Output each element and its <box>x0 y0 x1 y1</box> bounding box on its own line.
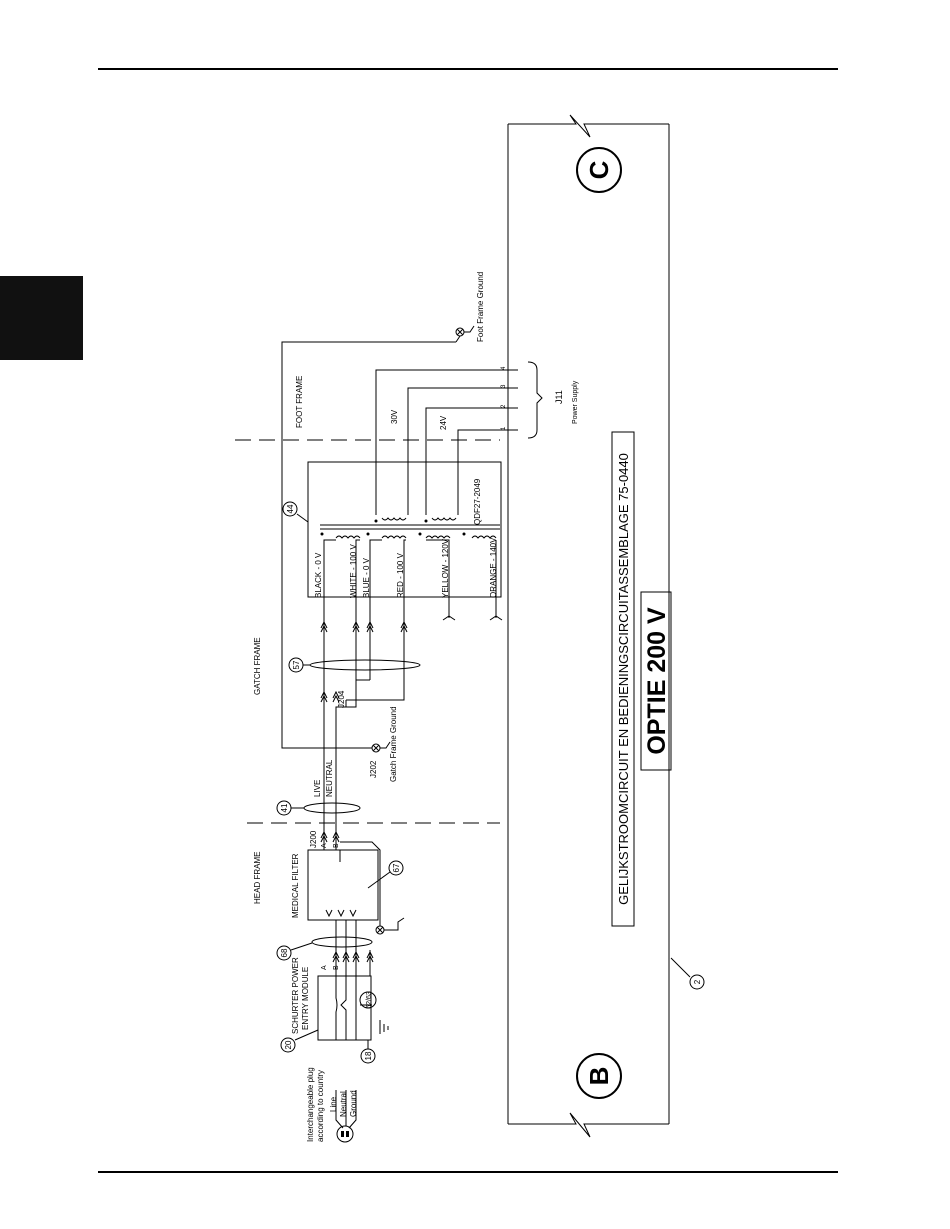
j11-bracket <box>527 361 543 439</box>
j11-label: J11 <box>554 390 564 404</box>
v24-label: 24V <box>439 415 448 430</box>
svg-text:44: 44 <box>286 504 295 513</box>
tap-blue: BLUE - 0 V <box>362 557 371 598</box>
schurter-label-1: SCHURTER POWER <box>291 957 300 1034</box>
svg-text:B: B <box>584 1067 614 1086</box>
plug-icon <box>336 1125 354 1143</box>
j204-label: J204 <box>337 690 346 708</box>
j11-sub-label: Power Supply <box>572 380 579 424</box>
callout-68: 68 <box>276 942 313 961</box>
live-label: LIVE <box>313 780 322 797</box>
j11-pin-3: 3 <box>501 384 507 388</box>
svg-text:OPTIE 200 V: OPTIE 200 V <box>643 607 671 755</box>
callout-57: 57 <box>288 657 310 673</box>
neutral-label: NEUTRAL <box>325 759 334 797</box>
j11-pin-4: 4 <box>501 366 507 370</box>
callout-41: 41 <box>276 800 304 816</box>
svg-text:18: 18 <box>364 1051 373 1060</box>
tap-orange: ORANGE - 140V <box>489 537 498 598</box>
callout-20: 20 <box>280 1029 319 1053</box>
svg-text:2: 2 <box>693 979 702 984</box>
plug-ground-label: Ground <box>349 1090 358 1117</box>
svg-text:C: C <box>584 160 614 179</box>
callout-62-63: 62/63 <box>359 991 377 1009</box>
connector-c: C <box>576 147 622 193</box>
svg-text:57: 57 <box>292 660 301 669</box>
plug-line-label: Line <box>329 1096 338 1112</box>
foot-ground-label: Foot Frame Ground <box>476 272 485 342</box>
medical-filter-label: MEDICAL FILTER <box>291 853 300 918</box>
tap-yellow: YELLOW - 120V <box>441 538 450 598</box>
subtitle-box: GELIJKSTROOMCIRCUIT EN BEDIENINGSCIRCUIT… <box>611 431 635 927</box>
j11-pin-1: 1 <box>501 426 507 430</box>
gatch-ground-label: Gatch Frame Ground <box>389 706 398 782</box>
svg-text:67: 67 <box>392 863 401 872</box>
svg-text:20: 20 <box>284 1040 293 1049</box>
gatch-frame-label: GATCH FRAME <box>253 637 262 695</box>
head-frame-label: HEAD FRAME <box>253 852 262 904</box>
tap-white: WHITE - 100 V <box>349 544 358 598</box>
callout-2: 2 <box>670 957 705 990</box>
ground-lug-filter <box>340 841 405 935</box>
conn-a-label: A <box>321 965 328 970</box>
callout-44: 44 <box>282 501 309 523</box>
primary-taps <box>323 539 497 620</box>
wire-chevrons-entry <box>332 950 374 963</box>
transformer-box <box>307 461 502 598</box>
tap-black: BLACK - 0 V <box>314 552 323 598</box>
svg-text:62/63: 62/63 <box>366 991 373 1009</box>
main-title-box: OPTIE 200 V <box>640 591 672 771</box>
gatch-ground <box>281 341 456 753</box>
secondary-wires <box>375 369 518 515</box>
j202-label: J202 <box>369 760 378 778</box>
board-outline <box>507 114 670 1138</box>
side-tab <box>0 276 83 360</box>
bundle-41 <box>303 802 361 814</box>
bundle-68 <box>311 936 373 948</box>
wire-chevrons-main <box>320 615 503 843</box>
v30-label: 30V <box>390 409 399 424</box>
schurter-module <box>317 975 389 1041</box>
schurter-label-2: ENTRY MODULE <box>301 967 310 1030</box>
svg-text:GELIJKSTROOMCIRCUIT EN BEDIENI: GELIJKSTROOMCIRCUIT EN BEDIENINGSCIRCUIT… <box>616 453 631 905</box>
svg-text:41: 41 <box>280 803 289 812</box>
j11-pin-2: 2 <box>501 404 507 408</box>
tap-red: RED - 100 V <box>396 552 405 598</box>
j200-label: J200 <box>309 830 318 848</box>
plug-neutral-label: Neutral <box>339 1091 348 1117</box>
callout-67: 67 <box>367 860 404 889</box>
connector-b: B <box>576 1053 622 1099</box>
foot-frame-label: FOOT FRAME <box>295 376 304 428</box>
plug-text-1: Interchangeable plug <box>306 1067 315 1142</box>
medical-filter <box>307 849 379 921</box>
svg-text:68: 68 <box>280 948 289 957</box>
transformer-label: QDF27-2049 <box>473 478 482 525</box>
callout-18: 18 <box>360 1040 376 1064</box>
foot-ground <box>455 325 475 343</box>
plug-text-2: according to country <box>316 1070 325 1142</box>
